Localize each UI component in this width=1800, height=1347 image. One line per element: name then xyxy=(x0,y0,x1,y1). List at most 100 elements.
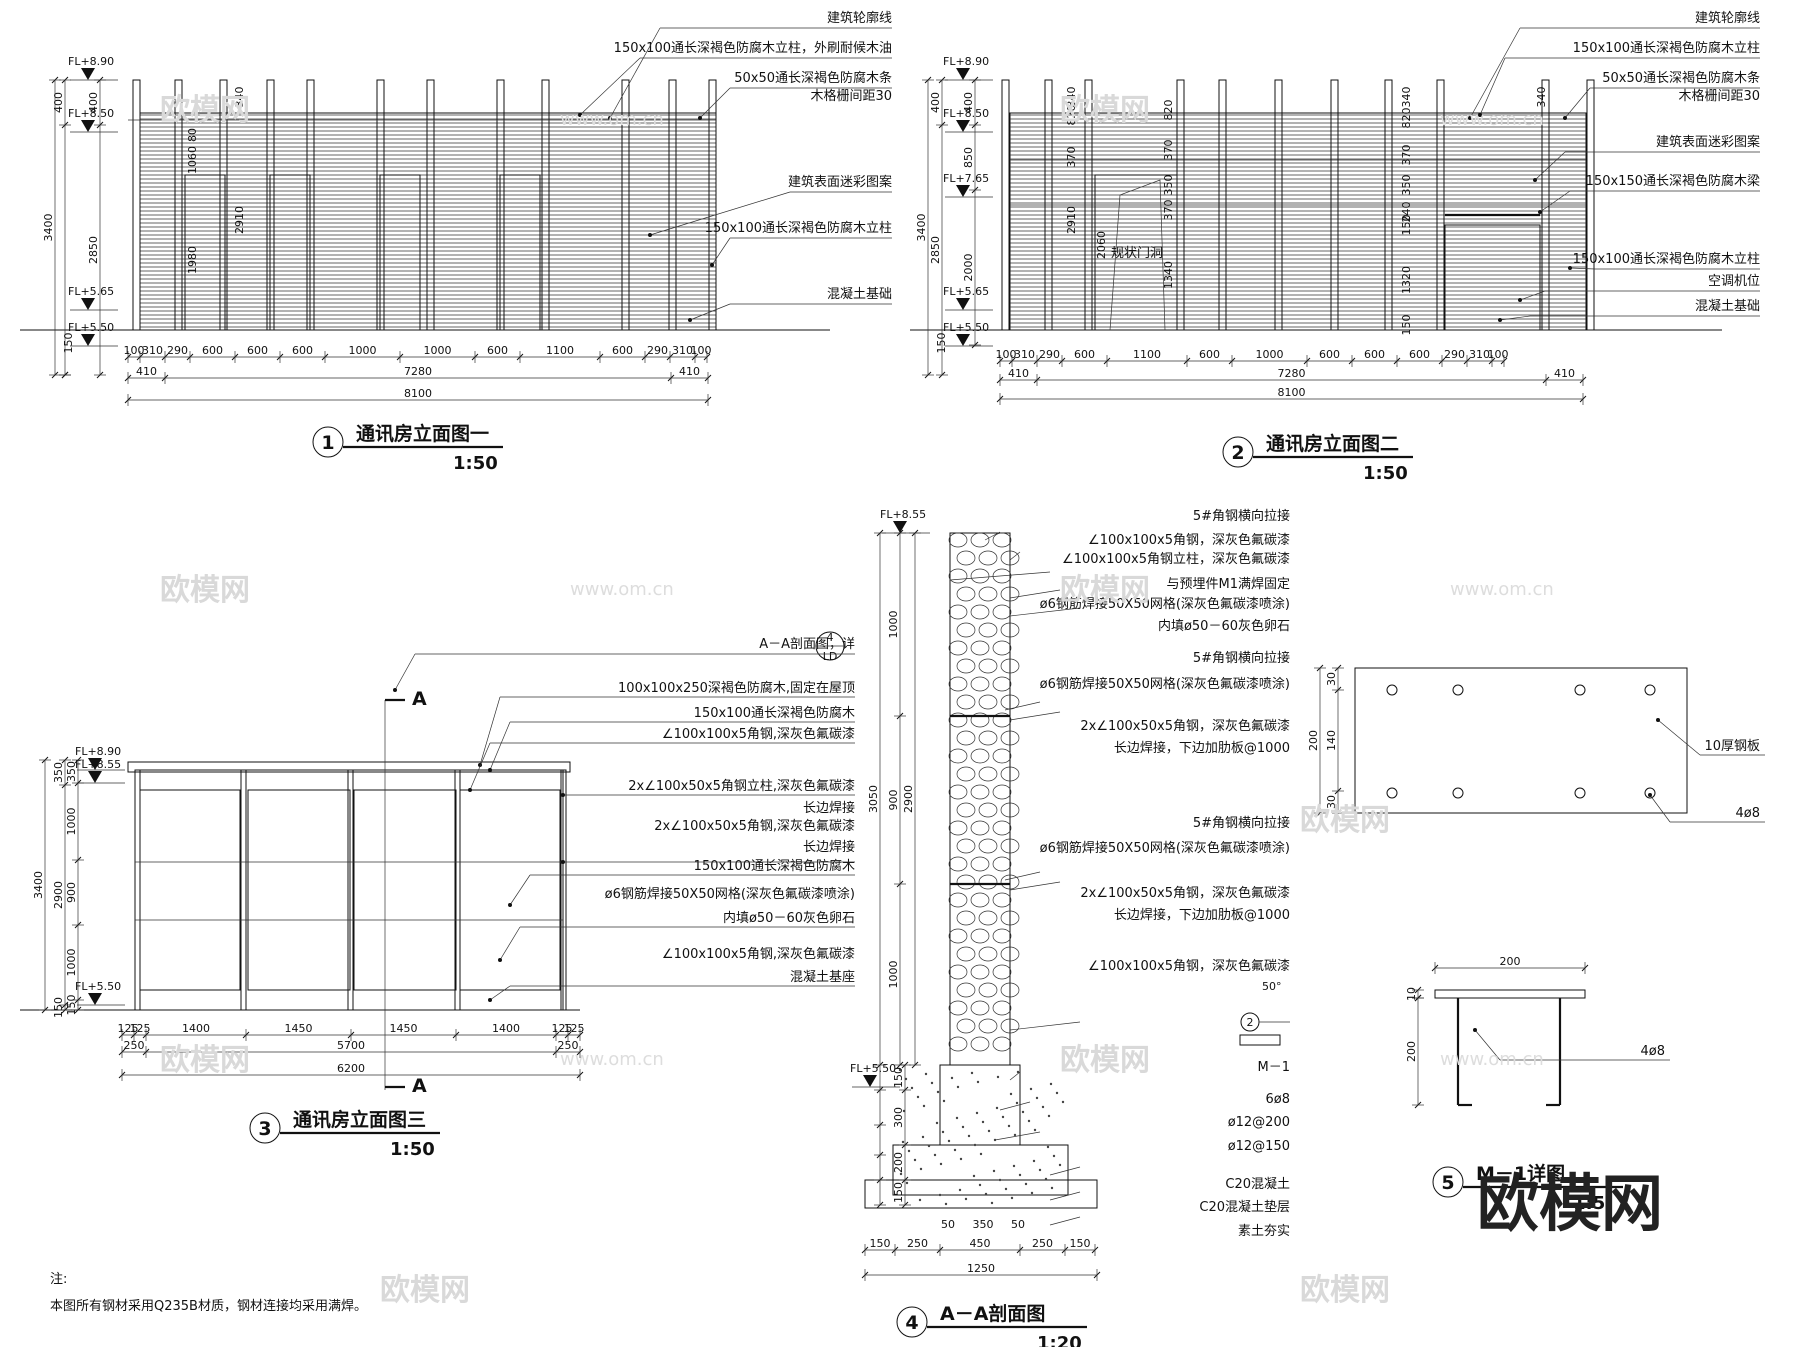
e2-badge: 2 xyxy=(1231,442,1244,464)
hdim-value: 290 xyxy=(647,344,668,357)
concrete-dot xyxy=(944,1202,948,1206)
pebble xyxy=(992,928,1012,944)
concrete-dot xyxy=(961,1125,965,1129)
vdim2-value: 2850 xyxy=(87,236,100,264)
vdim-inner: 340 xyxy=(1065,87,1078,108)
d5-vdim-value: 200 xyxy=(1405,1041,1418,1062)
level-mark-marker xyxy=(893,521,907,533)
level-mark-marker xyxy=(81,298,95,310)
pebble xyxy=(970,820,990,836)
timber-post xyxy=(1384,79,1393,331)
d5-leader-leader xyxy=(1474,1029,1501,1061)
hdim-value: 600 xyxy=(292,344,313,357)
vdim-value: 350 xyxy=(52,762,65,783)
pebble xyxy=(970,1000,990,1016)
hdim-value: 290 xyxy=(1444,348,1465,361)
pebble xyxy=(970,784,990,800)
pebble xyxy=(970,568,990,584)
concrete-dot xyxy=(922,1104,926,1108)
pebble xyxy=(978,730,998,746)
timber-post xyxy=(708,79,717,331)
steel-post xyxy=(560,769,567,1011)
level-mark: FL+5.50 xyxy=(850,1062,896,1075)
level-mark-marker xyxy=(88,993,102,1005)
e3-title: 通讯房立面图三 xyxy=(293,1108,426,1131)
concrete-dot xyxy=(1041,1105,1045,1109)
url-watermark: www.om.cn xyxy=(1440,1049,1544,1070)
callout-d-dot xyxy=(468,788,472,792)
level-mark-marker xyxy=(956,298,970,310)
concrete-dot xyxy=(1033,1128,1037,1132)
hdim-sub-value: 250 xyxy=(124,1039,145,1052)
concrete-dot xyxy=(919,1167,923,1171)
pebble xyxy=(970,640,990,656)
pebble xyxy=(970,964,990,980)
vdim-inner: 350 xyxy=(1400,175,1413,196)
e1-badge: 1 xyxy=(321,432,334,454)
vdim2-value: 900 xyxy=(65,882,78,903)
callout: 混凝土基础 xyxy=(1695,298,1760,314)
vdim-value: 2850 xyxy=(929,236,942,264)
concrete-dot xyxy=(1007,1124,1011,1128)
hdim-value: 1400 xyxy=(492,1022,520,1035)
hdim-value: 100 xyxy=(1488,348,1509,361)
pebble xyxy=(970,604,990,620)
opening xyxy=(269,174,311,331)
concrete-dot xyxy=(1001,1115,1005,1119)
hdim-value: 600 xyxy=(1074,348,1095,361)
concrete-dot xyxy=(936,1090,940,1094)
pebble xyxy=(956,730,976,746)
brand-watermark-faint: 欧模网 xyxy=(380,1273,470,1308)
vdim2-value: 2000 xyxy=(962,254,975,282)
pebble xyxy=(956,1018,976,1034)
section-leader xyxy=(1009,551,1021,561)
plate-outline xyxy=(1354,667,1688,814)
building-outline xyxy=(1009,112,1587,331)
callout: ∠100x100x5角钢，深灰色氟碳漆 xyxy=(1088,532,1290,548)
callout-8-dot xyxy=(1498,318,1502,322)
callout-2-leader xyxy=(579,57,641,116)
vdim-foot-value: 300 xyxy=(892,1107,905,1128)
vdim-inner: 2060 xyxy=(1095,231,1108,259)
pebble xyxy=(978,802,998,818)
e1-title: 通讯房立面图一 xyxy=(356,422,489,445)
concrete-dot xyxy=(941,1130,945,1134)
callout-6-dot xyxy=(688,318,692,322)
building-outline xyxy=(139,112,717,331)
section-leader xyxy=(1049,1191,1081,1201)
callout: 150x100通长深褐色防腐木立柱，外刷耐候木油 xyxy=(614,40,892,56)
brand-watermark-faint: 欧模网 xyxy=(160,573,250,608)
hdim-value: 1000 xyxy=(349,344,377,357)
concrete-dot xyxy=(918,1198,922,1202)
concrete-dot xyxy=(1050,1186,1054,1190)
concrete-dot xyxy=(939,1162,943,1166)
vdim-inner: 1980 xyxy=(186,246,199,274)
timber-post xyxy=(1176,79,1185,331)
vdim-value: 900 xyxy=(887,790,900,811)
callout: 木格栅间距30 xyxy=(810,88,892,104)
pebble xyxy=(978,946,998,962)
d5-leader-dot xyxy=(1473,1028,1477,1032)
callout: 建筑表面迷彩图案 xyxy=(1656,134,1760,150)
pebble xyxy=(992,604,1012,620)
concrete-dot xyxy=(913,1158,917,1162)
timber-post xyxy=(219,79,228,331)
concrete-dot xyxy=(958,1188,962,1192)
pebble xyxy=(970,712,990,728)
hdim-value: 600 xyxy=(1409,348,1430,361)
level-mark: FL+8.90 xyxy=(68,55,114,68)
vdim-inner: 150 xyxy=(1400,215,1413,236)
callout-i-leader xyxy=(489,985,511,1001)
hdim-value: 100 xyxy=(124,344,145,357)
timber-post xyxy=(132,79,141,331)
callout: ø6钢筋焊接50X50网格(深灰色氟碳漆喷涂) xyxy=(1040,676,1290,692)
bolt-hole xyxy=(1574,684,1586,696)
vdim-total-value: 3400 xyxy=(42,214,55,242)
inner-dim: 50 xyxy=(1011,1218,1025,1231)
pebble xyxy=(956,874,976,890)
callout: 150x150通长深褐色防腐木梁 xyxy=(1586,173,1760,189)
pebble xyxy=(948,892,968,908)
concrete-dot xyxy=(901,1140,905,1144)
d5-scale: 1:5 xyxy=(1573,1193,1605,1214)
vdim-inner: 2910 xyxy=(233,206,246,234)
